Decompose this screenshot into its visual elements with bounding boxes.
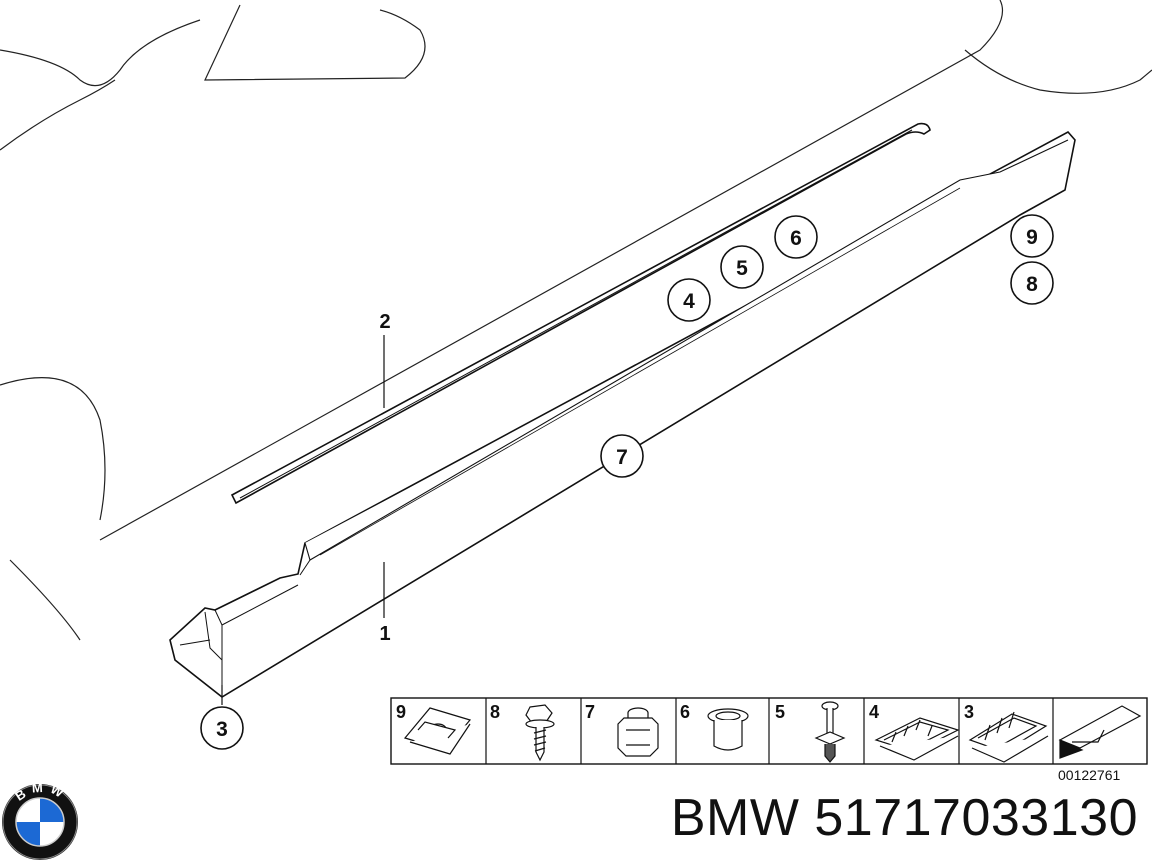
callout-3: 3 [200,706,244,750]
reference-code: 00122761 [1058,767,1121,783]
bracket-clip-icon [968,711,1049,763]
svg-text:BMW: BMW [12,782,71,804]
arrow-icon [1058,705,1142,759]
callout-7: 7 [600,434,644,478]
screw-icon [525,704,555,762]
logo-letters: BMW [12,782,65,804]
strip-item-7-number: 7 [585,702,595,722]
clip-nut-icon [403,707,472,755]
callout-5: 5 [720,245,764,289]
strip-item-6-number: 6 [680,702,690,722]
callout-8: 8 [1010,261,1054,305]
strip-item-3-number: 3 [964,702,974,722]
strip-item-8-number: 8 [490,702,500,722]
callout-7-label: 7 [616,446,628,469]
rivet-icon [814,701,846,763]
callout-3-label: 3 [216,718,228,741]
car-body-outline [0,0,1152,641]
moulding-strip-part-2 [230,122,931,505]
leader-label-1: 1 [379,623,390,645]
leader-lines [221,335,385,705]
strip-item-9-number: 9 [396,702,406,722]
callout-6-label: 6 [790,227,802,250]
callout-9: 9 [1010,214,1054,258]
bushing-nut-icon [617,707,659,757]
strip-item-5-number: 5 [775,702,785,722]
part-number-title: BMW 51717033130 [670,789,1138,847]
callout-4: 4 [667,278,711,322]
bmw-logo-letters: BMW [12,782,71,804]
strip-item-4-number: 4 [869,702,879,722]
callout-6: 6 [774,215,818,259]
bmw-roundel-icon [2,784,78,860]
holder-clip-icon [874,717,960,761]
callout-5-label: 5 [736,257,748,280]
grommet-icon [707,708,749,751]
callout-8-label: 8 [1026,273,1038,296]
side-skirt-part-1 [169,130,1076,698]
leader-label-2: 2 [379,311,390,333]
callout-4-label: 4 [683,290,695,313]
callout-9-label: 9 [1026,226,1038,249]
parts-strip: 9 8 7 6 5 4 3 [390,697,1148,765]
